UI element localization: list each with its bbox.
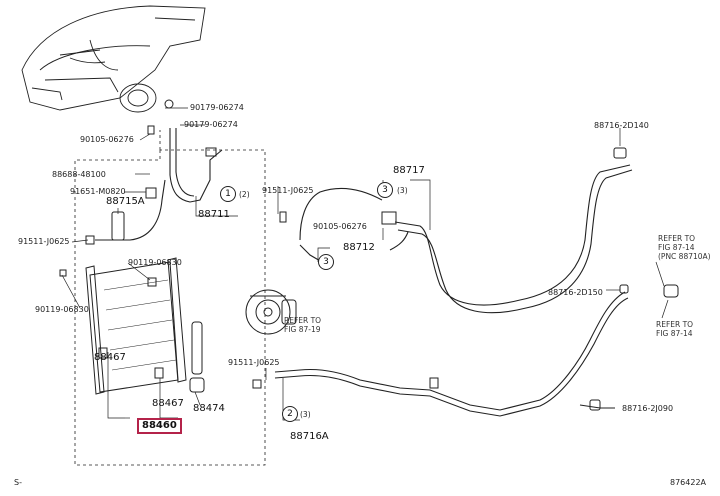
compressor <box>245 289 297 335</box>
part-label-88712: 88712 <box>343 242 375 253</box>
refer-note-87-14-pnc[interactable]: REFER TO FIG 87-14 (PNC 88710A) <box>658 234 711 261</box>
part-label-88711: 88711 <box>198 209 230 220</box>
part-label-88467-left: 88467 <box>94 352 126 363</box>
vehicle-illustration <box>21 5 206 113</box>
part-label-88716-2d140: 88716-2D140 <box>594 121 649 130</box>
part-label-88716a: 88716A <box>290 431 329 442</box>
part-label-91511-j0625-bottom: 91511-J0625 <box>228 358 280 367</box>
highlighted-part-88460[interactable]: 88460 <box>137 418 182 434</box>
refer-note-87-14[interactable]: REFER TO FIG 87-14 <box>656 320 694 338</box>
part-label-90119-06830-top: 90119-06830 <box>128 258 182 267</box>
leader-lines <box>61 107 669 421</box>
part-label-91511-j0625-left: 91511-J0625 <box>18 237 70 246</box>
part-label-90179-06274: 90179-06274 <box>184 120 238 129</box>
part-label-88688-48100: 88688-48100 <box>52 170 106 179</box>
part-label-90119-06830-bottom: 90119-06830 <box>35 305 89 314</box>
refer-note-87-19[interactable]: REFER TO FIG 87-19 <box>284 316 322 334</box>
callout-1: 1 <box>220 186 236 202</box>
callout-3-qty: (3) <box>397 186 408 195</box>
part-label-90179-06274-top: 90179-06274 <box>190 103 244 112</box>
part-label-90105-06276: 90105-06276 <box>80 135 134 144</box>
part-label-88467-right: 88467 <box>152 398 184 409</box>
part-label-91651-m0820: 91651-M0820 <box>70 187 126 196</box>
part-label-88474: 88474 <box>193 403 225 414</box>
diagram-code: 876422A <box>670 478 707 487</box>
part-label-88716-2j090: 88716-2J090 <box>622 404 674 413</box>
part-label-88715a: 88715A <box>106 196 145 207</box>
part-label-91511-j0625-mid: 91511-J0625 <box>262 186 314 195</box>
callout-2: 2 <box>282 406 298 422</box>
kit-boundary <box>74 130 266 466</box>
condenser-assembly <box>85 257 205 395</box>
part-label-88717: 88717 <box>393 165 425 176</box>
callout-3-mid: 3 <box>318 254 334 270</box>
footer-left-mark: S- <box>14 478 22 487</box>
callout-1-qty: (2) <box>239 190 250 199</box>
refrigerant-lines <box>95 128 633 417</box>
part-label-88716-2d150: 88716-2D150 <box>548 288 603 297</box>
part-label-90105-06276-right: 90105-06276 <box>313 222 367 231</box>
callout-2-qty: (3) <box>300 410 311 419</box>
callout-3-top: 3 <box>377 182 393 198</box>
